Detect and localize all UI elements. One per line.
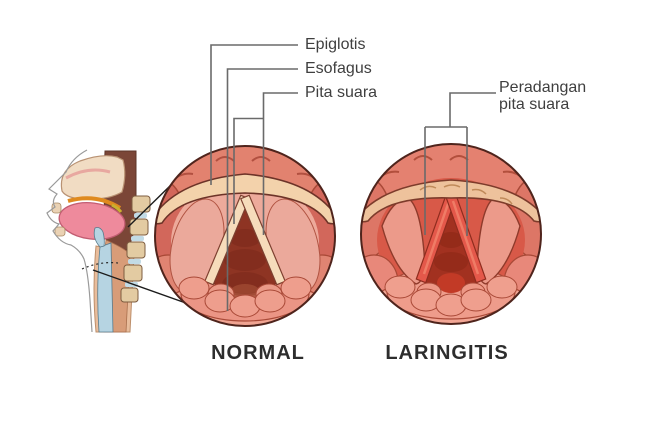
callout-group-right xyxy=(424,92,496,236)
epiglottis-band xyxy=(361,179,541,223)
tongue xyxy=(58,202,126,240)
palate-detail xyxy=(111,203,123,213)
trachea-rings xyxy=(434,232,468,272)
circle-rim xyxy=(360,143,542,325)
epiglottis-band xyxy=(155,173,335,225)
callout-line-esofagus xyxy=(226,68,298,311)
caption-normal: NORMAL xyxy=(211,342,305,364)
trachea xyxy=(97,242,114,333)
callout-line-peradangan xyxy=(424,92,496,236)
label-peradangan-line1: Peradangan xyxy=(499,79,587,96)
label-pita-suara: Pita suara xyxy=(305,84,378,101)
normal-larynx-illustration xyxy=(154,145,336,327)
mucosa-wrinkle xyxy=(170,156,320,183)
circle-rim xyxy=(154,145,336,327)
vocal-cord-right xyxy=(240,194,286,286)
posterior-lobes xyxy=(384,275,518,317)
epiglottis-wrinkles xyxy=(419,184,513,205)
skull-base xyxy=(60,155,126,200)
label-epiglotis: Epiglotis xyxy=(305,36,366,53)
callout-line-epiglotis xyxy=(210,44,298,185)
head-cross-section-illustration xyxy=(46,149,151,333)
lower-tooth xyxy=(54,226,66,237)
vertebrae xyxy=(120,195,151,303)
caption-laringitis: LARINGITIS xyxy=(385,342,509,364)
cord-highlight-right xyxy=(451,200,480,275)
label-esofagus: Esofagus xyxy=(305,60,372,77)
callout-group-left xyxy=(210,44,298,311)
nasal-cavity xyxy=(65,168,111,180)
callout-line-pita-suara xyxy=(233,92,298,235)
label-peradangan-line2: pita suara xyxy=(499,96,570,113)
laryngitis-larynx-illustration xyxy=(360,143,542,325)
trachea-highlight xyxy=(437,273,465,293)
cord-highlight-left xyxy=(422,200,451,275)
face-outline xyxy=(46,149,93,333)
epiglottis-flap xyxy=(93,227,105,248)
spinal-discs xyxy=(125,213,147,287)
mucosa-wrinkle xyxy=(376,155,526,181)
connector-line-top xyxy=(127,182,174,228)
